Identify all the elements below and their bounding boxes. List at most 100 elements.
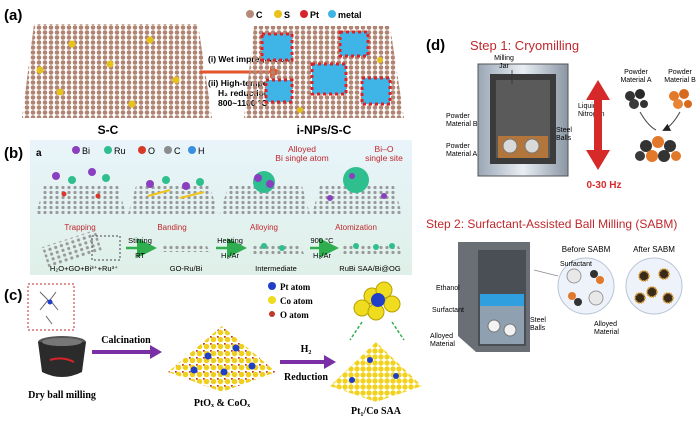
sabm-steel-label-2: Balls [530,325,546,332]
stage-alloying: Alloying [220,171,310,232]
steel-balls-label-2: Balls [556,135,572,142]
ball-mill-jar [38,336,86,377]
h2ar-label-1: H₂/Ar [221,251,239,260]
svg-text:Pt atom: Pt atom [280,282,311,292]
material-b-label-1: Powder [668,69,692,76]
reduction-label: Reduction [284,372,328,383]
panel-b-sublabel: a [36,148,42,159]
h2-reduction-label: H₂ reduction [218,88,269,98]
material-b-label-2: Material B [664,77,696,84]
liquid-nitrogen-label-1: Liquid [578,103,597,110]
liquid-nitrogen-label-2: Nitrogen [578,111,605,118]
alloyed-note-line1: Alloyed [288,144,316,154]
svg-text:O: O [148,146,155,156]
stage-label-precursor: H₂O+GO+Bi³⁺+Ru³⁺ [50,264,118,273]
mixed-powder-pile [635,136,681,162]
ptox-coox-caption: PtOₓ & CoOₓ [194,398,250,409]
panel-d: (d) Step 1: Cryomilling Milling Jar Liqu… [426,37,696,352]
svg-text:Atomization: Atomization [335,223,377,232]
svg-text:Co atom: Co atom [280,296,313,306]
powder-a-label-2: Material A [446,151,477,158]
powder-b-pile [669,89,692,109]
panel-c: (c) Dry ball milling Calcination PtOₓ & … [4,281,422,417]
panel-b: (b) a Bi Ru O C H Alloyed Bi single atom… [4,140,412,275]
sulfur-atoms [36,36,180,108]
after-sabm-label: After SABM [633,245,675,254]
alloyed-label-2: Material [430,341,455,348]
temperature-label: 800~1100 °C [218,98,268,108]
intermetallic-nanoparticles [260,30,392,113]
stage-label-intermediate: Intermediate [255,264,297,273]
calcination-label: Calcination [101,335,151,346]
ethanol-label: Ethanol [436,285,460,292]
stage-label-go-rubi: GO-Ru/Bi [170,264,203,273]
svg-text:metal: metal [338,10,362,20]
panel-a-label: (a) [4,7,22,24]
svg-text:H: H [198,146,205,156]
svg-text:Bi: Bi [82,146,90,156]
alloyed-label-1: Alloyed [430,333,453,340]
powder-b-label-2: Material B [446,121,478,128]
alloyed-note-line2: Bi single atom [275,153,328,163]
milling-jar-label-2: Jar [499,63,509,70]
pt-atoms-slab [190,344,256,376]
ptox-coox-slab [168,326,276,392]
svg-text:Alloying: Alloying [250,223,278,232]
pt1-co-cluster-inset [349,281,405,341]
cryomill-jar [477,63,569,177]
heating-label: Heating [217,236,243,245]
bio-note-line1: Bi–O [375,144,394,154]
h2-label: H₂ [301,344,312,355]
s-c-lattice [22,24,212,118]
panel-a: (a) S-C (i) Wet impregnation (ii) High-t… [4,7,404,137]
powder-a-pile [625,89,648,109]
sabm-jar [458,242,530,352]
wet-impregnation-label: (i) Wet impregnation [208,54,290,64]
svg-text:Pt: Pt [310,10,319,20]
material-a-label-1: Powder [624,69,648,76]
svg-text:Banding: Banding [157,223,186,232]
bio-note-line2: single site [365,153,403,163]
svg-text:O atom: O atom [280,310,309,320]
stage-banding: Banding [128,176,218,232]
before-sabm-label: Before SABM [562,245,611,254]
s-c-caption: S-C [98,123,119,137]
surfactant-label-left: Surfactant [432,307,464,314]
sabm-steel-label-1: Steel [530,317,546,324]
alloyed-right-label-2: Material [594,329,619,336]
panel-b-legend: Bi Ru O C H [72,146,205,156]
step1-title: Step 1: Cryomilling [470,38,579,53]
stage-atomization: Atomization [312,167,402,232]
dry-ball-milling-caption: Dry ball milling [28,390,96,401]
svg-text:Ru: Ru [114,146,126,156]
powder-b-label-1: Powder [446,113,470,120]
milling-jar-label-1: Milling [494,55,514,62]
frequency-label: 0-30 Hz [586,180,621,191]
alloyed-right-label-1: Alloyed [594,321,617,328]
frequency-arrow [586,80,610,170]
after-sabm-circle [625,257,683,315]
step2-title: Step 2: Surfactant-Assisted Ball Milling… [426,217,677,231]
stirring-label: Stirring [128,236,152,245]
svg-text:Trapping: Trapping [64,223,95,232]
np-caption: i-NPs/S-C [297,123,352,137]
panel-b-flow: Stirring RT Heating H₂/Ar 900 °C H₂/Ar [41,229,402,269]
svg-text:S: S [284,10,290,20]
surfactant-label-right: Surfactant [560,261,592,268]
steel-balls-label-1: Steel [556,127,572,134]
pt1-co-slab [330,342,422,402]
material-a-label-2: Material A [620,77,651,84]
pt1-co-caption: Pt₁/Co SAA [351,406,402,417]
h2ar-label-2: H₂/Ar [313,251,331,260]
panel-c-legend: Pt atom Co atom O atom [268,282,313,320]
stage-label-final: RuBi SAA/Bi@OG [339,264,401,273]
svg-text:C: C [174,146,181,156]
900c-label: 900 °C [310,236,334,245]
panel-b-label: (b) [4,145,23,162]
stage-trapping: Trapping [36,168,126,232]
powder-a-label-1: Powder [446,143,470,150]
panel-c-label: (c) [4,287,22,304]
svg-text:C: C [256,10,263,20]
rt-label: RT [135,251,145,260]
